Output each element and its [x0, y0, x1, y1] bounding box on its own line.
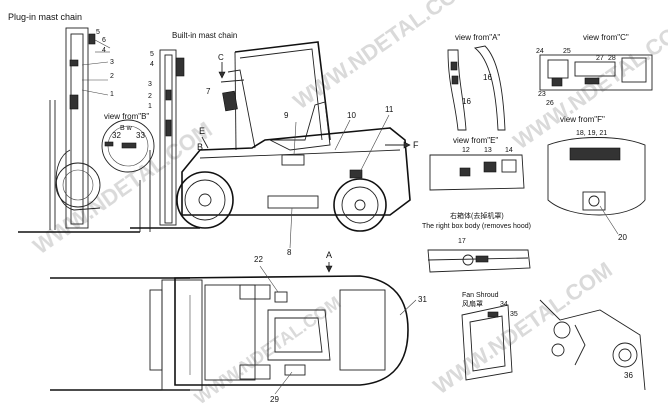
right-box-title: The right box body (removes hood): [422, 223, 531, 230]
callout-29: 29: [270, 395, 279, 404]
callout-5-built: 5: [150, 51, 154, 58]
fan-shroud-title-cn: 风扇罩: [462, 299, 483, 308]
plug-in-mast-drawing: Plug-in mast chain 6 4 3 2 1 5 4: [8, 12, 151, 233]
callout-2: 2: [110, 73, 114, 80]
callout-23: 23: [538, 91, 546, 98]
callout-4-built: 4: [150, 61, 154, 68]
view-e-title: view from"E": [453, 136, 498, 145]
callout-b-w: B w: [120, 125, 133, 132]
callout-25: 25: [563, 48, 571, 55]
callout-2-built: 2: [148, 93, 152, 100]
view-letter-e: E: [199, 126, 205, 136]
key-switch-detail: 36: [539, 299, 646, 391]
view-f-detail: view from"F" 18, 19, 21 20: [547, 115, 646, 242]
fan-shroud-title: Fan Shroud: [462, 292, 499, 299]
view-b-detail: view from"B" B w 32 33: [101, 112, 155, 173]
callout-11: 11: [385, 105, 394, 114]
callout-1: 1: [110, 91, 114, 98]
right-box-title-cn: 右箱体(去掉机罩): [450, 211, 504, 220]
view-letter-b: B: [197, 142, 203, 152]
view-a-detail: view from"A" 16 16: [447, 33, 506, 131]
callout-35: 35: [510, 311, 518, 318]
watermark-text: WWW.NDETAL.COM: [429, 257, 617, 399]
callout-5: 5: [96, 29, 100, 36]
callout-4: 4: [102, 47, 106, 54]
main-side-view: Built-in mast chain F: [130, 31, 419, 257]
view-c-title: view from"C": [583, 33, 629, 42]
callout-33: 33: [136, 131, 145, 140]
view-letter-c: C: [218, 53, 224, 62]
view-a-title: view from"A": [455, 33, 500, 42]
top-plan-view: A 22 29 31: [50, 250, 427, 404]
view-letter-f: F: [413, 140, 419, 150]
callout-17: 17: [458, 238, 466, 245]
built-in-mast-title: Built-in mast chain: [172, 31, 237, 40]
callout-8: 8: [287, 248, 292, 257]
view-letter-a-top: A: [326, 250, 332, 260]
callout-36: 36: [624, 371, 633, 380]
plug-in-mast-title: Plug-in mast chain: [8, 12, 82, 22]
callout-22: 22: [254, 255, 263, 264]
callout-27: 27: [596, 55, 604, 62]
callout-16a: 16: [462, 97, 471, 106]
watermark-layer: WWW.NDETAL.COM WWW.NDETAL.COM WWW.NDETAL…: [29, 0, 668, 408]
fan-shroud-detail: Fan Shroud 风扇罩 34 35: [461, 292, 518, 381]
callout-26: 26: [546, 100, 554, 107]
callout-3-built: 3: [148, 81, 152, 88]
view-c-detail: view from"C" 24 25 27 28 23 26: [536, 33, 653, 107]
callout-20: 20: [618, 233, 627, 242]
right-box-detail: 右箱体(去掉机罩) The right box body (removes ho…: [422, 211, 531, 273]
view-b-title: view from"B": [104, 112, 149, 121]
callout-1-built: 1: [148, 103, 152, 110]
callout-13: 13: [484, 147, 492, 154]
callout-12: 12: [462, 147, 470, 154]
callout-31: 31: [418, 295, 427, 304]
callout-24: 24: [536, 48, 544, 55]
callout-34: 34: [500, 301, 508, 308]
callout-7: 7: [206, 87, 211, 96]
callout-3: 3: [110, 59, 114, 66]
view-e-detail: view from"E" 12 13 14: [429, 136, 525, 191]
callout-16b: 16: [483, 73, 492, 82]
callout-9: 9: [284, 111, 289, 120]
view-f-title: view from"F": [560, 115, 605, 124]
callout-14: 14: [505, 147, 513, 154]
callout-10: 10: [347, 111, 356, 120]
callout-6: 6: [102, 37, 106, 44]
callout-32: 32: [112, 131, 121, 140]
callout-18-19-21: 18, 19, 21: [576, 130, 607, 137]
callout-28: 28: [608, 55, 616, 62]
